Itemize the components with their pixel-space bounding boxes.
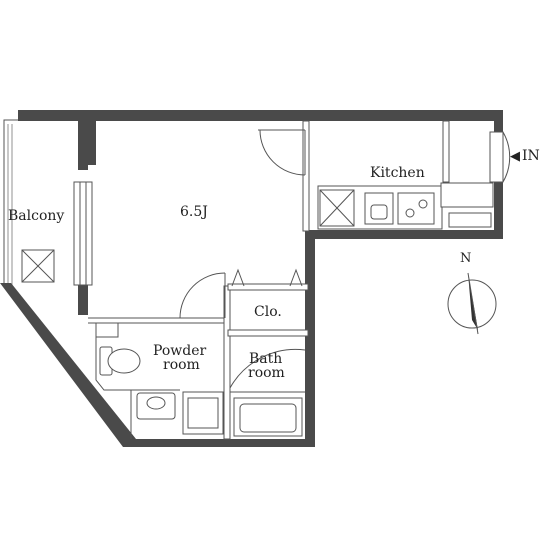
balcony-label: Balcony — [8, 208, 64, 224]
bath-fixtures — [233, 397, 303, 437]
powder-fixtures — [95, 322, 224, 435]
doors — [179, 129, 511, 389]
bath-room-label-line1: Bath — [249, 351, 282, 367]
main-room-label: 6.5J — [180, 204, 208, 220]
powder-room-label-line1: Powder — [153, 343, 207, 359]
compass-north-label: N — [460, 251, 471, 266]
powder-room-label-line2: room — [163, 357, 200, 373]
exterior-walls — [0, 110, 503, 447]
balcony-drain — [21, 249, 55, 283]
kitchen-label: Kitchen — [370, 165, 425, 181]
entrance-arrow-icon: ◀ — [510, 149, 520, 164]
entrance-label: IN — [522, 148, 540, 164]
closet-label: Clo. — [254, 304, 282, 320]
kitchen-fixtures — [317, 182, 494, 230]
balcony-window — [73, 181, 93, 286]
bath-room-label-line2: room — [248, 365, 285, 381]
compass — [447, 272, 497, 335]
